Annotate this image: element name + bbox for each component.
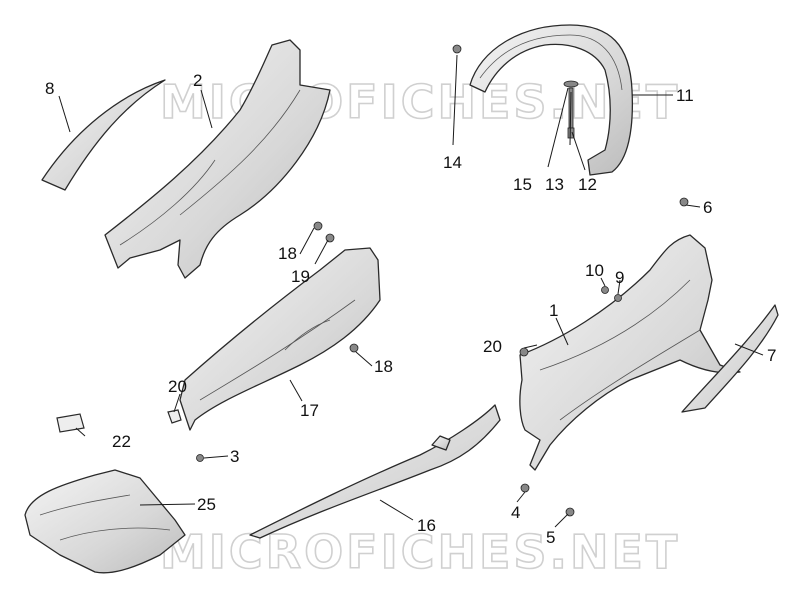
callout-15: 15 [513,175,532,194]
part-1-side-body [519,234,741,471]
callout-25: 25 [197,495,216,514]
callout-2: 2 [193,71,202,90]
callout-7: 7 [767,346,776,365]
callout-13: 13 [545,175,564,194]
callout-1: 1 [549,301,558,320]
callout-16: 16 [417,516,436,535]
callout-12: 12 [578,175,597,194]
part-7-strip [681,304,779,413]
callout-11: 11 [676,86,694,105]
part-22-block [56,413,85,433]
callout-5: 5 [546,528,555,547]
part-11-grab-handle [469,24,634,176]
callout-14: 14 [443,153,462,172]
callout-19: 19 [291,267,310,286]
part-10-screw [601,286,609,294]
watermark-bottom: MICROFICHES.NET [160,525,680,579]
callout-20: 20 [168,377,187,396]
part-9-washer [614,294,622,302]
callout-18-top: 18 [278,244,297,263]
part-12-bolt [567,127,575,139]
part-3-screw [196,454,204,462]
part-18-screw-bottom [349,343,359,353]
part-16-lower-strip [249,404,501,539]
part-18-screw-top [313,221,323,231]
callout-9: 9 [615,268,624,287]
leader-lines [58,54,764,528]
callout-4: 4 [511,503,520,522]
callout-6: 6 [703,198,712,217]
callout-3: 3 [230,447,239,466]
callout-22: 22 [112,432,131,451]
part-16-clip [431,435,451,451]
part-14-screw [452,44,462,54]
part-6-screw [679,197,689,207]
callout-10: 10 [585,261,604,280]
callout-18-bottom: 18 [374,357,393,376]
callout-8: 8 [45,79,54,98]
part-21-screw [519,347,529,357]
callout-21: 20 [483,337,502,356]
part-8-strip [41,79,166,191]
part-2-side-panel [104,39,331,279]
part-25-floor-tray [24,469,186,574]
part-17-inner-panel [179,247,381,431]
callout-17: 17 [300,401,319,420]
part-4-nut [520,483,530,493]
part-15-washer [563,80,579,88]
